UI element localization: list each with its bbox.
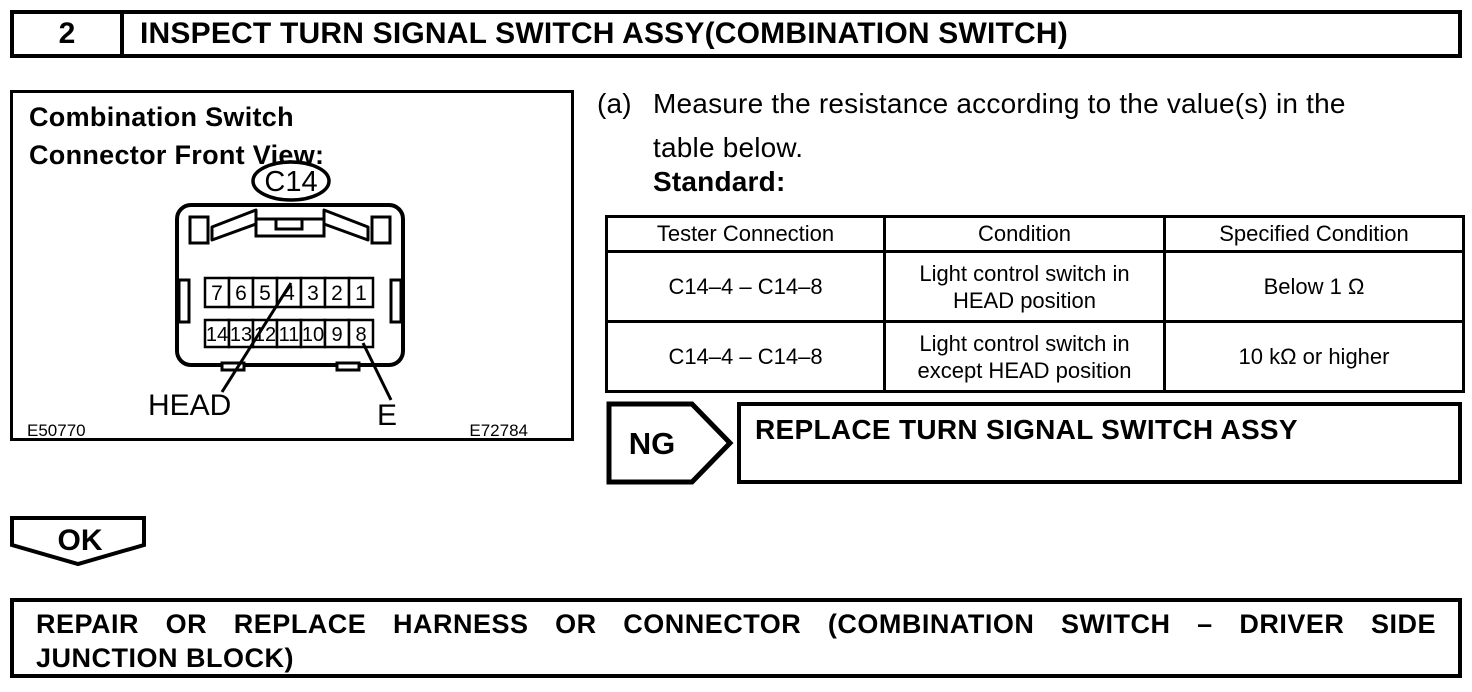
- figure-code-right: E72784: [469, 421, 528, 438]
- shell-left-tab: [177, 278, 191, 324]
- pin8-label: E: [377, 399, 397, 432]
- pin-number: 8: [355, 324, 366, 346]
- pin-cell: [347, 318, 375, 349]
- tester-connection-cell: C14–4 – C14–8: [605, 250, 886, 323]
- spec-table-header-row: Tester Connection Condition Specified Co…: [605, 215, 1465, 253]
- pin-number: 14: [206, 324, 228, 346]
- instruction-line1: Measure the resistance according to the …: [653, 88, 1346, 119]
- pin-cell: [299, 276, 327, 309]
- col-header-tester-connection: Tester Connection: [605, 215, 886, 253]
- step-title: INSPECT TURN SIGNAL SWITCH ASSY(COMBINAT…: [140, 17, 1068, 50]
- connector-figure-box: Combination Switch Connector Front View:…: [10, 90, 574, 441]
- connector-id-oval: [251, 160, 331, 202]
- connector-diagram: C14 7: [27, 160, 528, 438]
- step-number: 2: [14, 14, 124, 54]
- condition-cell: Light control switch in except HEAD posi…: [883, 320, 1166, 393]
- connector-id-label: C14: [264, 166, 317, 198]
- shell-bottom-notch-right: [335, 361, 361, 372]
- ng-arrow: NG: [606, 401, 734, 485]
- pin-cell: [227, 318, 255, 349]
- condition-line2: except HEAD position: [917, 357, 1132, 383]
- pin-number: 12: [254, 324, 276, 346]
- footer-action-line2: JUNCTION BLOCK): [36, 643, 294, 673]
- ng-arrow-shape: [606, 401, 734, 485]
- pin-number: 1: [355, 282, 367, 305]
- step-header-bar: 2 INSPECT TURN SIGNAL SWITCH ASSY(COMBIN…: [10, 10, 1462, 58]
- figure-code-left: E50770: [27, 421, 86, 438]
- pin-number: 7: [211, 282, 223, 305]
- pin-row-top-labels: 7 6 5 4 3 2 1: [211, 282, 367, 305]
- pin-cell: [275, 276, 303, 309]
- footer-action-box: REPAIR OR REPLACE HARNESS OR CONNECTOR (…: [10, 598, 1462, 678]
- step-letter: (a): [597, 88, 632, 119]
- pin-row-top: [203, 276, 375, 309]
- ng-action-text: REPLACE TURN SIGNAL SWITCH ASSY: [755, 414, 1298, 445]
- condition-line1: Light control switch in: [919, 260, 1130, 286]
- pin-cell: [347, 276, 375, 309]
- condition-cell: Light control switch in HEAD position: [883, 250, 1166, 323]
- table-row: C14–4 – C14–8 Light control switch in HE…: [605, 250, 1465, 323]
- pin-number: 2: [331, 282, 343, 305]
- pin-cell: [299, 318, 327, 349]
- pin-number: 10: [302, 324, 324, 346]
- figure-caption-line1: Combination Switch: [29, 102, 294, 132]
- pin-number: 4: [283, 282, 295, 305]
- col-header-condition: Condition: [883, 215, 1166, 253]
- footer-action-line1: REPAIR OR REPLACE HARNESS OR CONNECTOR (…: [36, 609, 1436, 639]
- pin-number: 13: [230, 324, 252, 346]
- ok-banner: OK: [10, 516, 146, 567]
- latch-left-slot: [188, 215, 210, 245]
- specified-condition-cell: Below 1 Ω: [1163, 250, 1465, 323]
- spec-table: Tester Connection Condition Specified Co…: [605, 215, 1465, 393]
- pin-cell: [251, 276, 279, 309]
- ok-banner-shape: [10, 516, 146, 567]
- latch-center-notch: [274, 217, 304, 231]
- pin-number: 9: [331, 324, 342, 346]
- head-leader-line: [220, 282, 293, 393]
- latch-right-slot: [370, 215, 392, 245]
- pin-row-bottom: [203, 318, 375, 349]
- shell-bottom-notch-left: [220, 361, 246, 372]
- pin-number: 5: [259, 282, 271, 305]
- ng-action-box: REPLACE TURN SIGNAL SWITCH ASSY: [737, 402, 1462, 484]
- specified-condition-cell: 10 kΩ or higher: [1163, 320, 1465, 393]
- condition-line1: Light control switch in: [919, 330, 1130, 356]
- col-header-specified-condition: Specified Condition: [1163, 215, 1465, 253]
- e-leader-line: [361, 342, 393, 401]
- shell-right-tab: [389, 278, 403, 324]
- pin-number: 11: [279, 324, 300, 346]
- pin4-label: HEAD: [148, 389, 231, 422]
- figure-caption: Combination Switch Connector Front View:: [29, 98, 324, 174]
- tester-connection-cell: C14–4 – C14–8: [605, 320, 886, 393]
- ok-label: OK: [58, 524, 103, 557]
- table-row: C14–4 – C14–8 Light control switch in ex…: [605, 320, 1465, 393]
- standard-label: Standard:: [653, 166, 786, 197]
- pin-number: 3: [307, 282, 319, 305]
- ng-label: NG: [629, 426, 676, 461]
- condition-line2: HEAD position: [952, 287, 1097, 313]
- pin-row-bottom-labels: 14 13 12 11 10 9 8: [206, 324, 367, 346]
- instruction-line2: table below.: [653, 132, 804, 163]
- pin-number: 6: [235, 282, 247, 305]
